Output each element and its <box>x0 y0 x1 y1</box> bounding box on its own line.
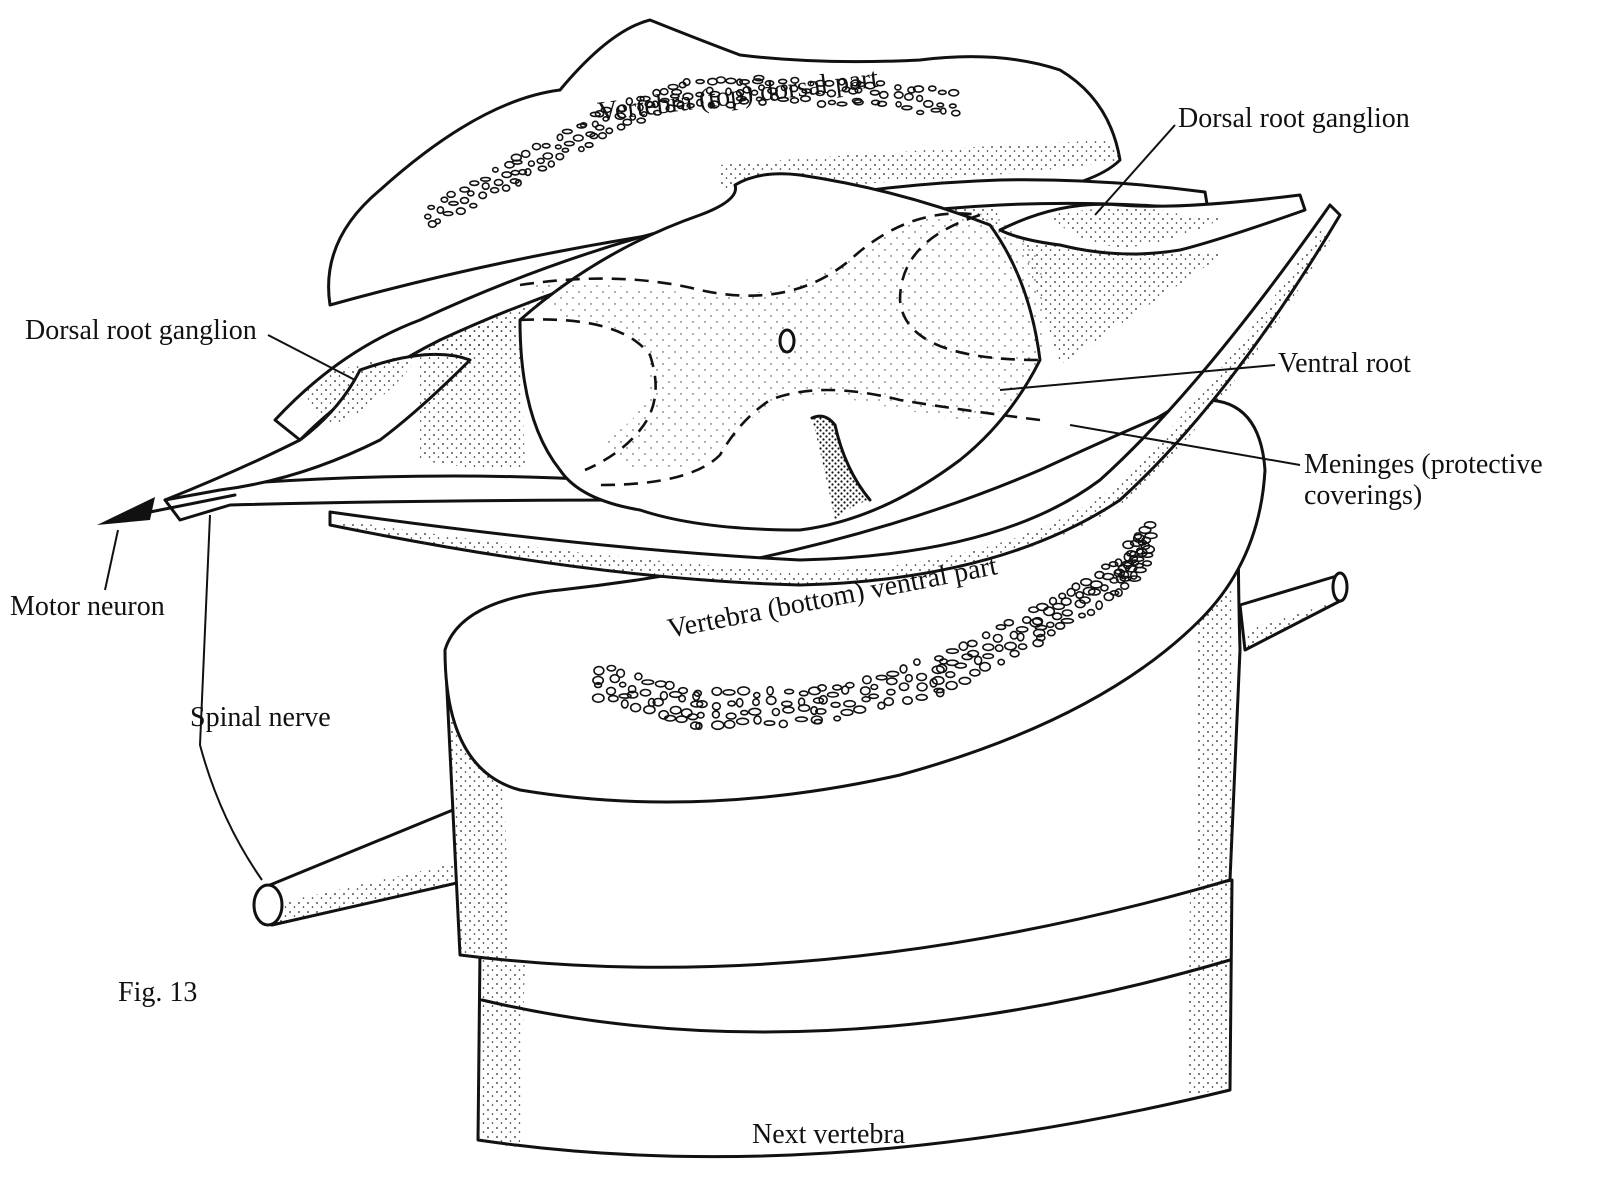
leader-motor-neuron <box>105 530 118 590</box>
label-next-vertebra: Next vertebra <box>752 1120 905 1151</box>
label-ventral-root: Ventral root <box>1278 349 1411 380</box>
label-dorsal-root-ganglion-left: Dorsal root ganglion <box>25 316 257 347</box>
label-meninges-line2: coverings) <box>1304 481 1422 512</box>
figure-caption: Fig. 13 <box>118 978 197 1009</box>
label-dorsal-root-ganglion-right: Dorsal root ganglion <box>1178 104 1410 135</box>
label-motor-neuron: Motor neuron <box>10 592 165 623</box>
spinal-nerve-left <box>254 805 470 925</box>
spinal-nerve-right <box>1240 573 1347 650</box>
leader-ganglion-left <box>268 335 355 380</box>
label-spinal-nerve: Spinal nerve <box>190 703 331 734</box>
ganglion-left <box>165 320 525 500</box>
label-meninges-line1: Meninges (protective <box>1304 450 1543 481</box>
leader-spinal-nerve <box>200 515 262 880</box>
